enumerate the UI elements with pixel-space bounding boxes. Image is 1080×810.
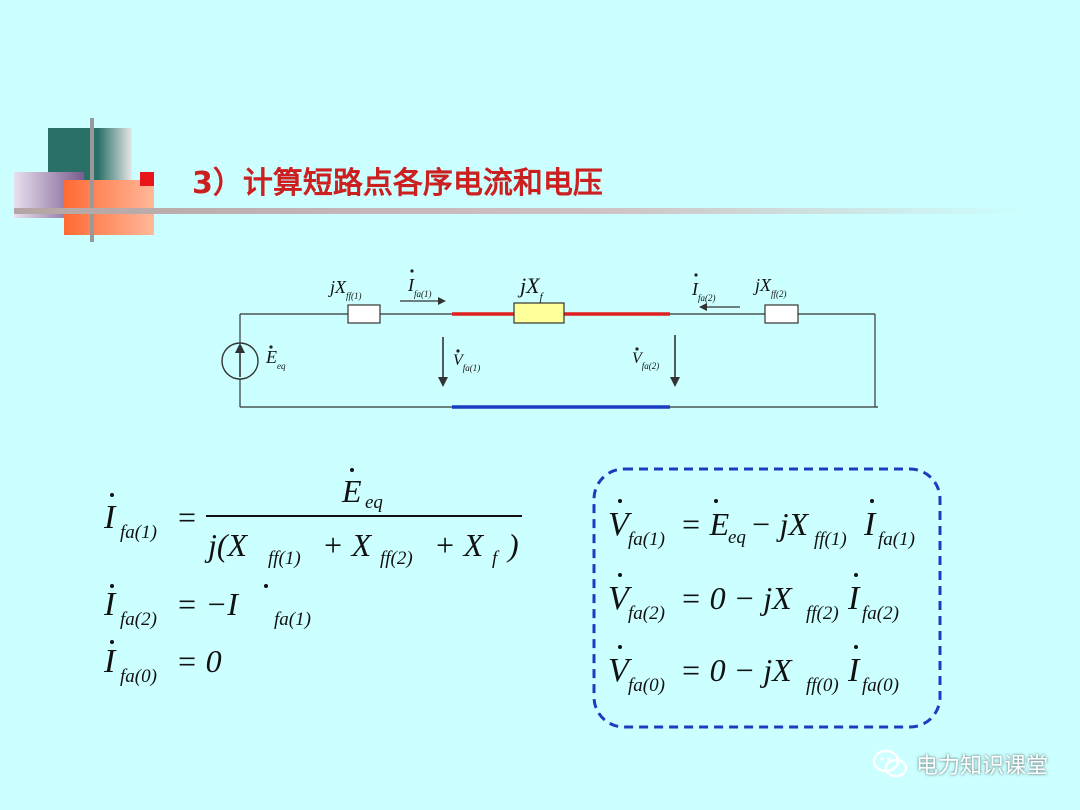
svg-text:fa(0): fa(0) [862, 675, 899, 696]
svg-text:fa(2): fa(2) [862, 603, 899, 624]
svg-text:I: I [847, 652, 861, 689]
svg-text:eq: eq [365, 492, 383, 513]
svg-text:): ) [506, 527, 519, 563]
svg-text:I: I [847, 580, 861, 617]
label-xff1: jXff(1) [328, 277, 362, 301]
deco-vertical-line [90, 118, 94, 242]
svg-text:fa(2): fa(2) [628, 603, 665, 624]
wechat-icon [872, 749, 908, 778]
svg-text:ff(1): ff(1) [268, 548, 301, 569]
svg-text:− jX: − jX [750, 506, 809, 542]
equation-vfa1: V fa(1) = E eq − jX ff(1) I fa(1) [608, 499, 915, 550]
watermark: 电力知识课堂 [872, 748, 1048, 780]
equation-vfa0: V fa(0) = 0 − jX ff(0) I fa(0) [608, 645, 899, 696]
svg-text:+ X: + X [434, 527, 485, 563]
label-vfa1: Vfa(1) [453, 352, 480, 373]
impedance-xff1-box [347, 304, 381, 324]
equation-ifa0: I fa(0) = 0 [103, 640, 222, 687]
svg-text:ff(0): ff(0) [806, 675, 839, 696]
svg-text:= 0 − jX: = 0 − jX [680, 652, 793, 688]
svg-text:eq: eq [728, 527, 746, 548]
svg-text:fa(2): fa(2) [120, 609, 157, 630]
label-ifa2: Ifa(2) [691, 279, 716, 303]
equations-left: I fa(1) = E eq j(X ff(1) + X ff(2) + X f… [103, 468, 522, 687]
watermark-text: 电力知识课堂 [915, 754, 1048, 779]
svg-text:I: I [103, 643, 117, 680]
current-arrow-left-icon [699, 303, 740, 311]
svg-text:ff(1): ff(1) [814, 529, 847, 550]
equation-vfa2: V fa(2) = 0 − jX ff(2) I fa(2) [608, 573, 899, 624]
label-eeq: Eeq [265, 347, 286, 371]
equation-ifa1: I fa(1) = E eq j(X ff(1) + X ff(2) + X f… [103, 468, 522, 569]
voltage-source-icon [221, 342, 259, 380]
slide-title: 3）计算短路点各序电流和电压 [192, 166, 603, 201]
svg-text:=: = [178, 499, 196, 535]
svg-text:j(X: j(X [204, 527, 249, 563]
svg-text:ff(2): ff(2) [806, 603, 839, 624]
svg-text:fa(1): fa(1) [274, 609, 311, 630]
svg-text:ff(2): ff(2) [380, 548, 413, 569]
svg-text:fa(1): fa(1) [120, 522, 157, 543]
deco-orange-square [64, 180, 154, 235]
bullet-square-icon [140, 172, 154, 186]
svg-text:f: f [492, 548, 500, 569]
svg-text:I: I [863, 506, 877, 543]
equation-ifa2: I fa(2) = −I fa(1) [103, 584, 311, 630]
svg-text:= −I: = −I [176, 586, 239, 622]
svg-text:+ X: + X [322, 527, 373, 563]
dashed-border [592, 467, 942, 729]
dot-accents [269, 269, 698, 353]
impedance-xf-box [513, 302, 565, 324]
label-xff2: jXff(2) [753, 275, 787, 299]
slide-title-row: 3）计算短路点各序电流和电压 [140, 158, 1040, 202]
voltage-arrow-down-2-icon [670, 335, 680, 387]
circuit-wires [239, 313, 878, 408]
svg-text:fa(0): fa(0) [628, 675, 665, 696]
voltage-arrow-down-1-icon [438, 337, 448, 387]
equations-right-box: V fa(1) = E eq − jX ff(1) I fa(1) V fa(2… [592, 467, 942, 729]
svg-text:= 0: = 0 [176, 643, 222, 679]
svg-text:fa(1): fa(1) [628, 529, 665, 550]
current-arrow-right-icon [400, 297, 446, 305]
svg-text:fa(1): fa(1) [878, 529, 915, 550]
label-vfa2: Vfa(2) [632, 350, 659, 371]
label-ifa1: Ifa(1) [407, 275, 432, 299]
svg-text:I: I [103, 586, 117, 623]
impedance-xff2-box [764, 304, 799, 324]
svg-text:I: I [103, 499, 117, 536]
svg-text:fa(0): fa(0) [120, 666, 157, 687]
circuit-diagram: jXff(1) Ifa(1) jXf Ifa(2) jXff(2) Eeq Vf… [221, 269, 878, 409]
title-underline [14, 208, 1024, 214]
label-xf: jXf [517, 273, 545, 303]
svg-text:= E: = E [680, 506, 730, 542]
svg-text:= 0 − jX: = 0 − jX [680, 580, 793, 616]
svg-text:E: E [341, 473, 362, 509]
